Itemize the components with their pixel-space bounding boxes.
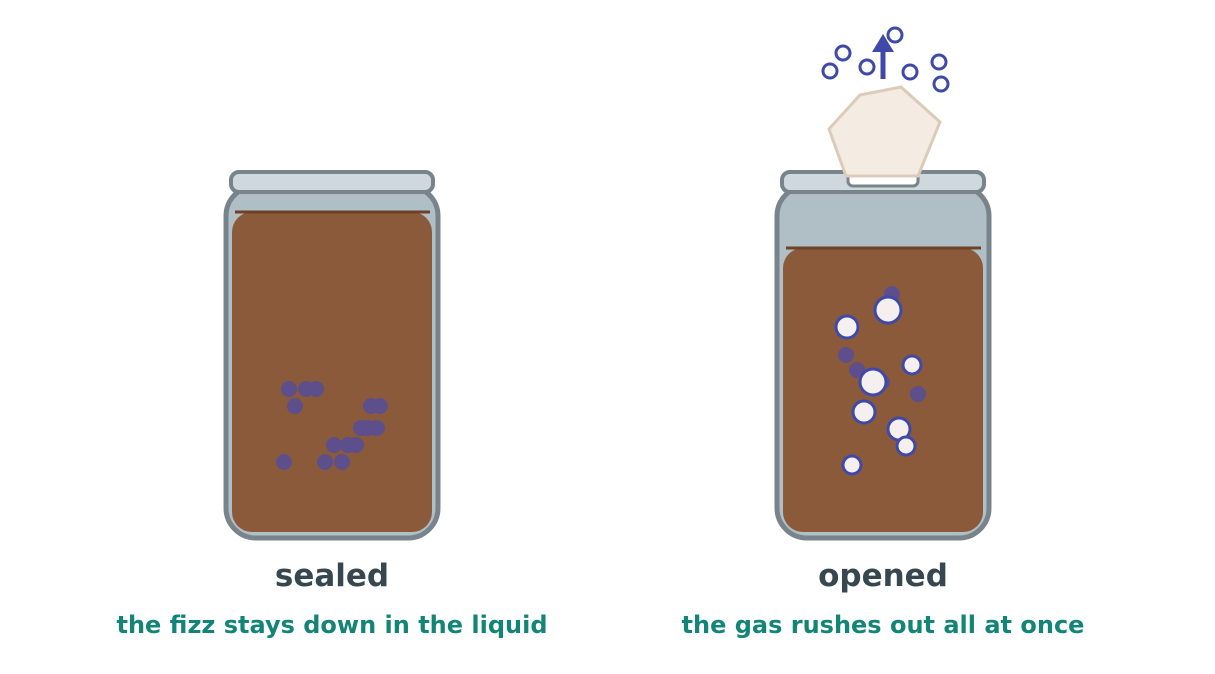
rising-gas-bubbles [834, 295, 923, 476]
sealed-caption: the fizz stays down in the liquid [116, 611, 548, 639]
dissolved-bubble [369, 420, 385, 436]
gas-bubble [858, 367, 888, 397]
opened-title: opened [818, 558, 948, 594]
popped-bottle-cap [827, 85, 942, 178]
sealed-liquid [232, 212, 432, 532]
gas-bubble [873, 295, 903, 325]
dissolved-bubble [910, 386, 926, 402]
opened-bottle [774, 26, 992, 541]
dissolved-bubble [281, 381, 297, 397]
dissolved-bubbles [276, 381, 388, 470]
dissolved-bubble [348, 437, 364, 453]
gas-bubble [901, 63, 919, 81]
dissolved-bubble [838, 347, 854, 363]
gas-bubble [841, 454, 863, 476]
dissolved-bubble [308, 381, 324, 397]
dissolved-bubble [372, 398, 388, 414]
gas-bubble [858, 58, 876, 76]
dissolved-bubble [334, 454, 350, 470]
gas-bubble [901, 354, 923, 376]
escaping-gas-bubbles [821, 26, 950, 93]
gas-bubble [834, 314, 860, 340]
escaping-gas-arrow [872, 34, 894, 79]
gas-bubble [886, 26, 904, 44]
opened-caption: the gas rushes out all at once [681, 611, 1085, 639]
dissolved-bubble [287, 398, 303, 414]
sealed-lid [229, 170, 435, 194]
gas-bubble [932, 75, 950, 93]
gas-bubble [834, 44, 852, 62]
gas-bubble [851, 399, 877, 425]
dissolved-bubble [317, 454, 333, 470]
gas-bubble [895, 435, 917, 457]
sealed-title: sealed [274, 558, 390, 594]
dissolved-bubble [276, 454, 292, 470]
gas-bubble [930, 53, 948, 71]
sealed-bottle [223, 170, 441, 541]
escaping-gas-arrow-head [872, 34, 894, 52]
gas-bubble [821, 62, 839, 80]
dissolved-bubble [326, 437, 342, 453]
